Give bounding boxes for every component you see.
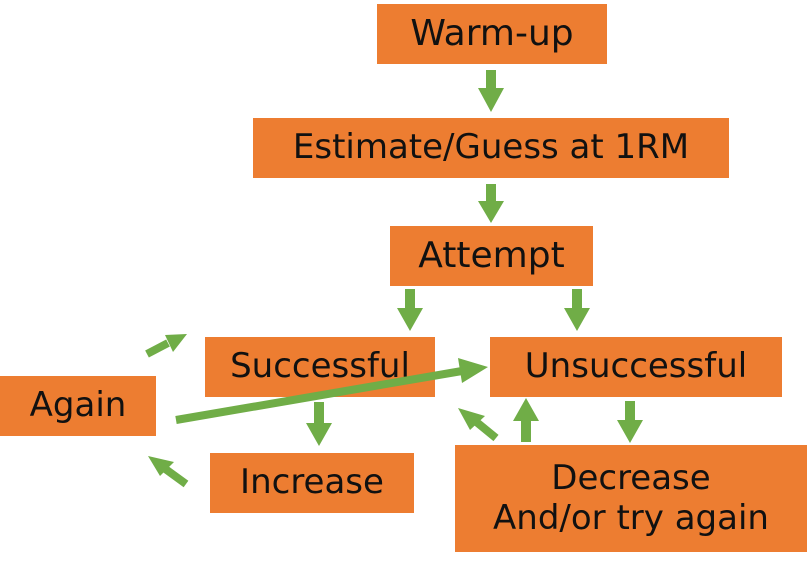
estimate-node: Estimate/Guess at 1RM [253,118,729,178]
arrow-warmup-to-estimate [478,70,504,112]
arrow-again-to-successful-head [165,334,187,352]
successful-label: Successful [230,346,410,387]
decrease-label-line1: Decrease [551,458,711,499]
arrow-again-to-successful-shaft [145,339,170,358]
decrease-node: Decrease And/or try again [455,445,807,552]
decrease-label-line2: And/or try again [493,497,769,538]
arrow-increase-to-again-shaft [161,464,189,488]
arrow-attempt-to-successful [397,289,423,331]
arrow-decrease-to-unsuccessful [513,398,539,442]
warmup-label: Warm-up [410,13,574,55]
increase-node: Increase [210,453,414,513]
arrow-unsuccessful-to-decrease [617,401,643,443]
successful-node: Successful [205,337,435,397]
arrow-decrease-to-successful-head [458,408,485,430]
arrow-increase-to-again-head [148,456,174,476]
attempt-label: Attempt [418,235,565,277]
arrow-decrease-to-successful-shaft [471,416,499,442]
again-label: Again [29,385,127,426]
arrow-estimate-to-attempt [478,184,504,223]
unsuccessful-label: Unsuccessful [524,346,748,387]
again-node: Again [0,376,156,436]
unsuccessful-node: Unsuccessful [490,337,782,397]
arrow-successful-to-increase [306,402,332,446]
attempt-node: Attempt [390,226,593,286]
arrow-attempt-to-unsuccessful [564,289,590,331]
warmup-node: Warm-up [377,4,607,64]
increase-label: Increase [240,462,384,503]
estimate-label: Estimate/Guess at 1RM [292,127,690,168]
arrow-again-to-unsuccessful-head [458,358,488,383]
